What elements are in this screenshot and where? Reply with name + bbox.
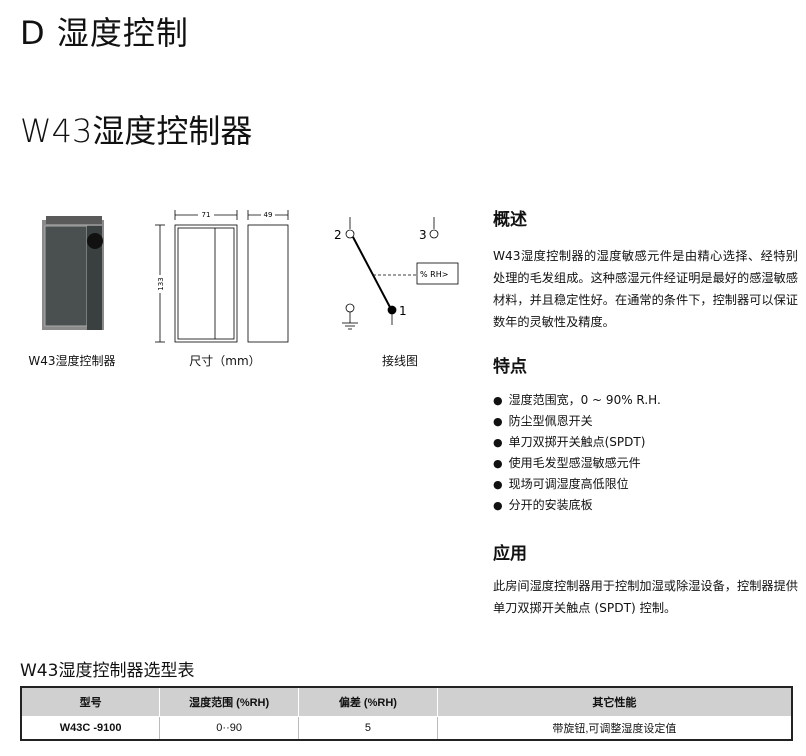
rh-label: % RH> [420,270,448,279]
cell-deviation: 5 [298,716,438,741]
dimension-caption: 尺寸（mm） [189,354,261,368]
features-list: 湿度范围宽，0 ~ 90% R.H. 防尘型佩恩开关 单刀双掷开关触点(SPDT… [493,390,661,516]
wiring-caption: 接线图 [381,354,418,368]
table-row: W43C -9100 0··90 5 带旋钮,可调整湿度设定值 [20,716,793,741]
application-text: 此房间湿度控制器用于控制加湿或除湿设备，控制器提供单刀双掷开关触点 (SPDT)… [493,579,798,615]
feature-item: 分开的安装底板 [493,495,661,516]
cell-model: W43C -9100 [20,716,161,741]
header-deviation: 偏差 (%RH) [298,686,438,717]
table-header-row: 型号 湿度范围 (%RH) 偏差 (%RH) 其它性能 [20,686,793,717]
feature-item: 使用毛发型感湿敏感元件 [493,453,661,474]
dim-height: 133 [157,277,165,290]
feature-item: 湿度范围宽，0 ~ 90% R.H. [493,390,661,411]
terminal-3-label: 3 [419,228,427,242]
selection-table: 型号 湿度范围 (%RH) 偏差 (%RH) 其它性能 W43C -9100 0… [20,686,793,741]
table-title: W43湿度控制器选型表 [20,661,195,681]
feature-item: 防尘型佩恩开关 [493,411,661,432]
cell-range: 0··90 [159,716,300,741]
terminal-2-label: 2 [334,228,342,242]
product-title: W43湿度控制器 [20,112,253,150]
feature-item: 现场可调湿度高低限位 [493,474,661,495]
product-photo [42,216,104,330]
feature-item: 单刀双掷开关触点(SPDT) [493,432,661,453]
terminal-1-label: 1 [399,304,407,318]
dimension-drawing: 71 49 133 [154,209,289,343]
overview-title: 概述 [493,210,527,230]
features-title: 特点 [493,357,527,377]
section-title: D 湿度控制 [20,14,189,52]
application-title: 应用 [493,544,527,564]
dim-depth: 49 [264,211,273,219]
photo-caption: W43湿度控制器 [28,354,116,368]
wiring-diagram: 2 3 1 % RH> [334,217,459,330]
header-model: 型号 [20,686,161,717]
header-range: 湿度范围 (%RH) [159,686,300,717]
cell-other: 带旋钮,可调整湿度设定值 [436,716,793,741]
overview-text: W43湿度控制器的湿度敏感元件是由精心选择、经特别处理的毛发组成。这种感湿元件经… [493,249,798,329]
dim-width: 71 [202,211,211,219]
header-other: 其它性能 [436,686,793,717]
